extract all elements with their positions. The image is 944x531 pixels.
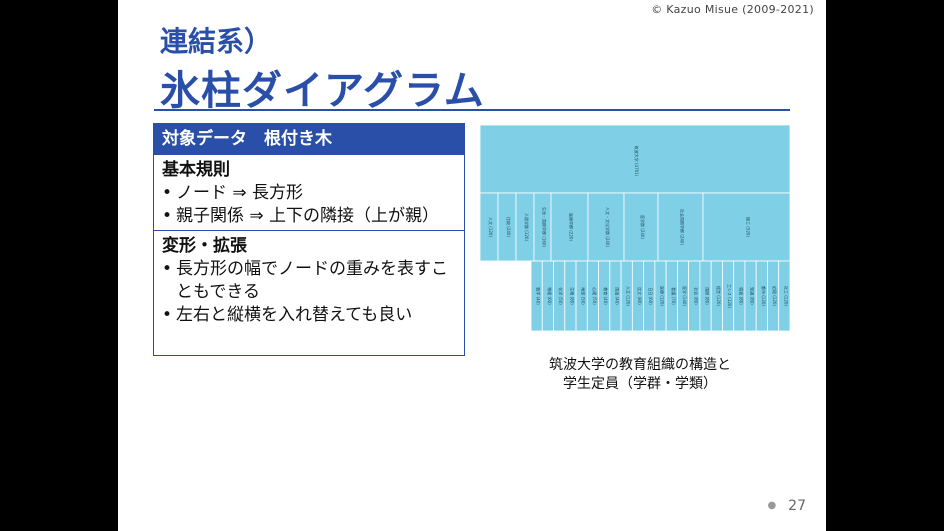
level1-node (550, 192, 589, 262)
title-divider (154, 109, 790, 111)
level1-label: 比較 (240) (506, 217, 512, 237)
level2-label: 都市 (120) (761, 286, 767, 306)
level1-node (623, 192, 659, 262)
level2-label: 比文 (80) (637, 287, 643, 305)
level2-label: 日日 (60) (648, 287, 653, 305)
level1-label: 社会国際学群 (240) (680, 209, 686, 245)
level1-label: 医学群 (240) (640, 215, 646, 239)
bullet-text: ノード ⇒ 長方形 (176, 183, 304, 203)
level2-label: 教育 (40) (603, 287, 609, 305)
level2-label: 国際 (80) (705, 287, 711, 305)
bullet-item: •長方形の幅でノードの重みを表すこともできる (162, 259, 448, 302)
level2-node (778, 260, 790, 332)
level2-label: 地球 (50) (581, 287, 587, 305)
level1-label: 人文 (120) (488, 217, 494, 237)
icicle-diagram: 筑波大学 (4701) 人文 (120) 比較 (240) 人間学群 (120) 生命・… (480, 125, 790, 332)
level2-label: 医学 (140) (682, 286, 688, 306)
level2-label: 物理 (60) (547, 287, 553, 305)
level1-label: 生命・国際学群 (160) (542, 207, 548, 247)
bullet-item: •ノード ⇒ 長方形 (162, 183, 304, 203)
section-variations: 変形・拡張 •長方形の幅でノードの重みを表すこともできる •左右と縦横を入れ替え… (154, 230, 464, 329)
level2-label: 看護 (70) (671, 287, 677, 305)
level2-label: 人文 (120) (626, 286, 632, 306)
slide: © Kazuo Misue (2009-2021) 連結系） 氷柱ダイアグラム … (118, 0, 826, 531)
slide-title: 氷柱ダイアグラム (160, 68, 485, 114)
level2-label: 国語 (40) (614, 287, 620, 305)
section-title: 変形・拡張 (162, 236, 247, 256)
level2-label: 生物 (80) (569, 287, 575, 305)
content-box: 対象データ 根付き木 基本規則 •ノード ⇒ 長方形 •親子関係 ⇒ 上下の隣接… (153, 123, 465, 356)
level2-label: 社会 (80) (693, 287, 699, 305)
level1-label: 理工 (520) (746, 217, 752, 237)
bullet-text: 左右と縦横を入れ替えても良い (176, 305, 413, 325)
level2-label: 心理 (50) (592, 287, 598, 305)
level2-label: 医療 (120) (660, 286, 666, 306)
copyright: © Kazuo Misue (2009-2021) (651, 3, 814, 16)
figure-caption: 筑波大学の教育組織の構造と 学生定員（学群・学類） (522, 356, 758, 394)
level1-label: 医療学群 (220) (569, 213, 575, 241)
level2-label: 数学 (40) (536, 287, 542, 305)
level2-label: 応理 (120) (772, 286, 778, 306)
box-heading: 対象データ 根付き木 (154, 124, 464, 155)
caption-line: 学生定員（学群・学類） (563, 376, 717, 392)
level1-label: 人間学群 (120) (524, 213, 530, 241)
bullet-item: •親子関係 ⇒ 上下の隣接（上が親） (162, 206, 440, 226)
level1-label: 人文・文化学群 (240) (605, 207, 611, 247)
bullet-text: 親子関係 ⇒ 上下の隣接（上が親） (176, 206, 440, 226)
bullet-item: •左右と縦横を入れ替えても良い (162, 305, 413, 325)
bullet-dot-icon: ● (767, 500, 777, 511)
level2-label: 社工 (120) (783, 286, 789, 306)
page-number-text: 27 (788, 498, 806, 514)
bullet-text: 長方形の幅でノードの重みを表すこともできる (176, 259, 448, 302)
level2-label: 化学 (50) (558, 287, 564, 305)
section-title: 基本規則 (162, 160, 230, 180)
level2-label: 情報 (80) (738, 287, 744, 305)
caption-line: 筑波大学の教育組織の構造と (549, 357, 731, 373)
level1-node (657, 192, 704, 262)
level2-label: 工シス (120) (727, 284, 732, 308)
page-number: ● 27 (767, 498, 806, 514)
level2-label: 知識 (80) (750, 287, 756, 305)
slide-category-title: 連結系） (160, 25, 273, 58)
level1-node (702, 192, 790, 262)
root-label: 筑波大学 (4701) (634, 146, 640, 177)
section-basic-rules: 基本規則 •ノード ⇒ 長方形 •親子関係 ⇒ 上下の隣接（上が親） (154, 155, 464, 230)
level2-label: 経営 (120) (716, 286, 722, 306)
